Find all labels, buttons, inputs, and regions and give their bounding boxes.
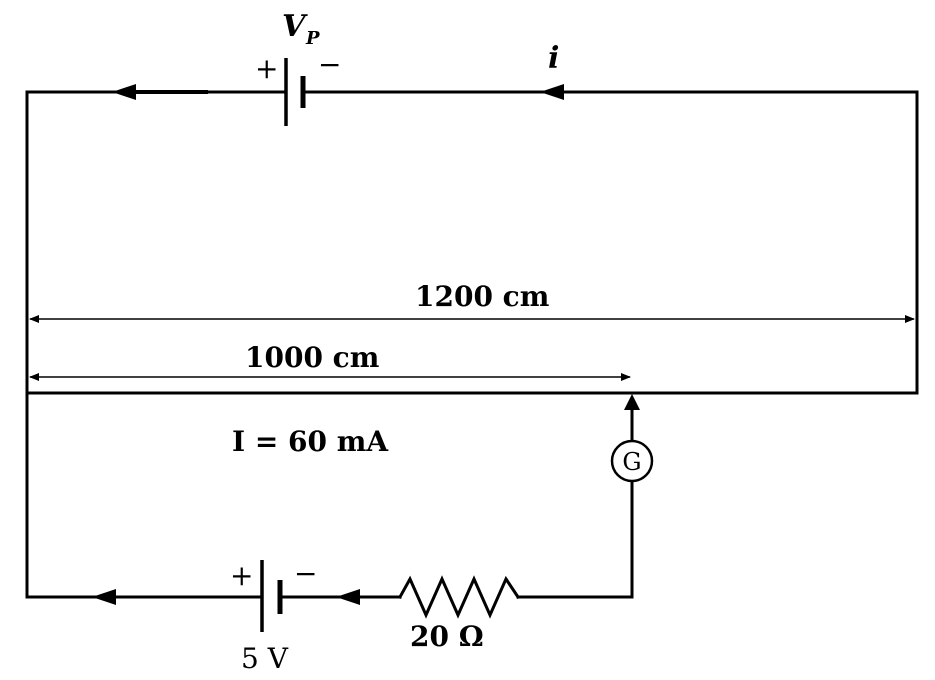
test-cell-label: 5 V — [241, 642, 289, 675]
secondary-wire-left — [25, 391, 264, 599]
galvanometer — [610, 439, 654, 483]
driver-cell-label: V — [282, 9, 308, 44]
driver-cell-subscript: P — [305, 28, 320, 49]
secondary-current-arrow-left — [92, 589, 116, 605]
secondary-wire-right — [516, 479, 634, 599]
wire-length-label: 1200 cm — [415, 280, 549, 313]
test-minus-sign: − — [294, 557, 317, 590]
driver-plus-sign: + — [255, 52, 278, 85]
secondary-current-arrow-middle — [336, 589, 360, 605]
driver-cell-battery — [284, 58, 306, 126]
resistor-zigzag — [397, 575, 521, 619]
resistor-label: 20 Ω — [410, 620, 484, 653]
jockey-contact-arrow — [624, 394, 640, 410]
main-circuit: + − V P i — [25, 9, 919, 395]
current-arrow-right — [540, 84, 564, 100]
balance-length-label: 1000 cm — [245, 341, 379, 374]
test-plus-sign: + — [230, 559, 253, 592]
test-current-label: I = 60 mA — [232, 425, 389, 458]
length-dimensions: 1200 cm 1000 cm — [29, 280, 915, 381]
current-arrow-left — [112, 84, 136, 100]
test-cell-battery — [260, 560, 283, 632]
secondary-circuit: G + − 5 V 20 Ω — [25, 391, 654, 675]
current-label: i — [548, 41, 559, 76]
galvanometer-label: G — [622, 448, 641, 476]
main-wire-right — [302, 90, 919, 395]
driver-minus-sign: − — [318, 48, 341, 81]
